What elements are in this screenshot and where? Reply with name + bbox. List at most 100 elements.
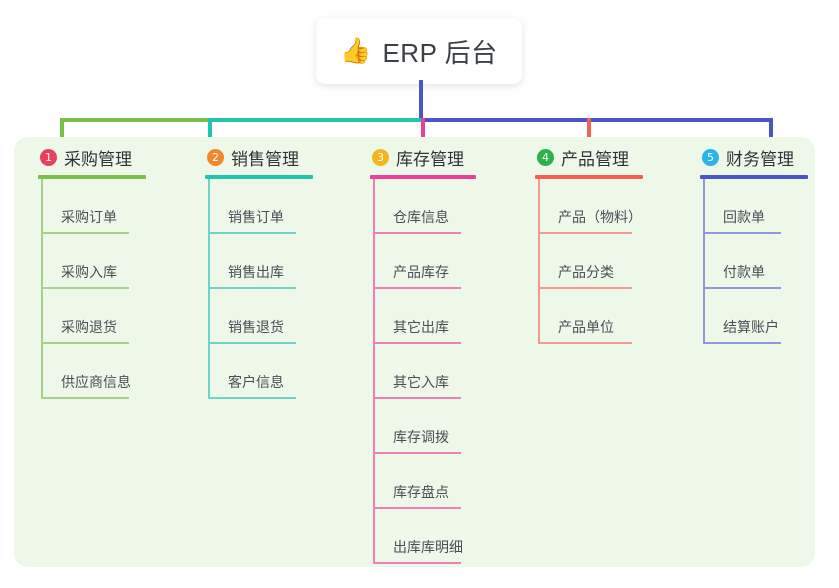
list-item[interactable]: 库存盘点 (373, 454, 476, 509)
column-title-3: 库存管理 (396, 149, 464, 169)
list-item-rule (41, 232, 129, 234)
list-item-rule (373, 452, 461, 454)
list-item-label: 产品库存 (393, 264, 449, 280)
list-item[interactable]: 出库库明细 (373, 509, 476, 564)
connector-drop-4 (587, 118, 591, 148)
list-item[interactable]: 其它出库 (373, 289, 476, 344)
column-items-2: 销售订单销售出库销售退货客户信息 (208, 179, 313, 399)
column-rule-4 (535, 175, 643, 179)
column-title-2: 销售管理 (231, 149, 299, 169)
list-item[interactable]: 供应商信息 (41, 344, 146, 399)
list-item-rule (208, 342, 296, 344)
column-rule-5 (700, 175, 808, 179)
thumbs-up-icon: 👍 (340, 36, 372, 65)
column-badge-5: 5 (702, 148, 719, 166)
list-item-label: 仓库信息 (393, 209, 449, 225)
connector-bus-segment-2 (208, 118, 423, 122)
connector-drop-3 (421, 118, 425, 148)
column-spine-1 (41, 179, 43, 399)
connector-trunk (419, 80, 423, 122)
list-item[interactable]: 销售出库 (208, 234, 313, 289)
branch-panel (14, 137, 815, 567)
list-item-label: 采购订单 (61, 209, 117, 225)
list-item-label: 销售订单 (228, 209, 284, 225)
list-item[interactable]: 产品单位 (538, 289, 643, 344)
list-item[interactable]: 销售退货 (208, 289, 313, 344)
list-item[interactable]: 产品分类 (538, 234, 643, 289)
list-item[interactable]: 结算账户 (703, 289, 808, 344)
list-item[interactable]: 仓库信息 (373, 179, 476, 234)
list-item-label: 销售出库 (228, 264, 284, 280)
list-item-label: 采购退货 (61, 319, 117, 335)
list-item-rule (373, 342, 461, 344)
list-item[interactable]: 客户信息 (208, 344, 313, 399)
list-item-label: 库存调拨 (393, 429, 449, 445)
connector-bus-segment-3 (421, 118, 771, 122)
list-item-label: 销售退货 (228, 319, 284, 335)
list-item[interactable]: 付款单 (703, 234, 808, 289)
column-items-5: 回款单付款单结算账户 (703, 179, 808, 344)
column-rule-2 (205, 175, 313, 179)
root-node[interactable]: 👍 ERP 后台 (316, 18, 522, 84)
column-items-1: 采购订单采购入库采购退货供应商信息 (41, 179, 146, 399)
column-rule-1 (38, 175, 146, 179)
connector-bus-segment-1 (60, 118, 210, 122)
list-item-rule (373, 562, 461, 564)
list-item[interactable]: 采购入库 (41, 234, 146, 289)
column-header-1[interactable]: 1 采购管理 (38, 144, 146, 170)
list-item-rule (373, 507, 461, 509)
column-rule-3 (370, 175, 476, 179)
connector-drop-5 (769, 118, 773, 148)
list-item[interactable]: 回款单 (703, 179, 808, 234)
list-item[interactable]: 销售订单 (208, 179, 313, 234)
list-item[interactable]: 产品（物料） (538, 179, 643, 234)
list-item-rule (538, 287, 632, 289)
column-spine-4 (538, 179, 540, 344)
column-items-4: 产品（物料） 产品分类产品单位 (538, 179, 643, 344)
list-item-rule (41, 342, 129, 344)
list-item-rule (208, 397, 296, 399)
list-item-label: 产品（物料） (558, 209, 642, 225)
list-item-rule (538, 342, 632, 344)
column-badge-4: 4 (537, 148, 554, 166)
column-title-4: 产品管理 (561, 149, 629, 169)
list-item-rule (538, 232, 632, 234)
list-item-label: 其它出库 (393, 319, 449, 335)
list-item-label: 出库库明细 (393, 539, 463, 555)
list-item-label: 采购入库 (61, 264, 117, 280)
list-item-rule (703, 287, 781, 289)
column-badge-3: 3 (372, 148, 389, 166)
list-item-label: 产品单位 (558, 319, 614, 335)
list-item-label: 结算账户 (723, 319, 779, 335)
list-item-rule (703, 232, 781, 234)
connector-drop-2 (208, 118, 212, 148)
column-header-4[interactable]: 4 产品管理 (535, 144, 643, 170)
connector-drop-1 (60, 118, 64, 148)
list-item-label: 回款单 (723, 209, 765, 225)
list-item-label: 客户信息 (228, 374, 284, 390)
list-item[interactable]: 采购订单 (41, 179, 146, 234)
list-item-rule (373, 287, 461, 289)
column-header-3[interactable]: 3 库存管理 (370, 144, 476, 170)
list-item[interactable]: 产品库存 (373, 234, 476, 289)
list-item-rule (208, 287, 296, 289)
list-item-rule (373, 397, 461, 399)
list-item[interactable]: 其它入库 (373, 344, 476, 399)
root-node-content: 👍 ERP 后台 (340, 33, 497, 70)
list-item[interactable]: 采购退货 (41, 289, 146, 344)
list-item[interactable]: 库存调拨 (373, 399, 476, 454)
list-item-label: 付款单 (723, 264, 765, 280)
column-items-3: 仓库信息产品库存其它出库其它入库库存调拨库存盘点出库库明细 (373, 179, 476, 564)
column-badge-1: 1 (40, 148, 57, 166)
list-item-label: 产品分类 (558, 264, 614, 280)
column-title-1: 采购管理 (64, 149, 132, 169)
column-4: 4 产品管理产品（物料） 产品分类产品单位 (535, 144, 643, 344)
list-item-label: 库存盘点 (393, 484, 449, 500)
list-item-rule (41, 397, 129, 399)
column-1: 1 采购管理采购订单采购入库采购退货供应商信息 (38, 144, 146, 399)
